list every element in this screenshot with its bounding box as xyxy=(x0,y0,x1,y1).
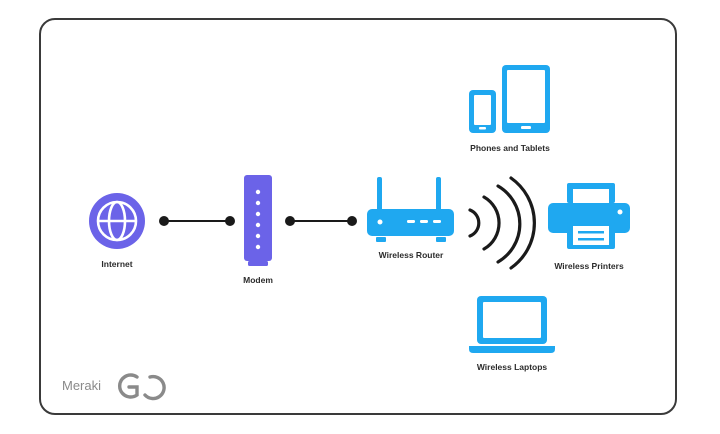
meraki-go-logo-icon xyxy=(117,373,166,401)
connection-modem-router xyxy=(285,216,357,226)
router-icon xyxy=(367,177,454,242)
laptop-icon xyxy=(469,296,555,353)
wifi-signal-icon xyxy=(468,176,536,270)
modem-label: Modem xyxy=(243,275,273,285)
brand-text: Meraki xyxy=(62,378,102,393)
phones-label: Phones and Tablets xyxy=(470,143,550,153)
printers-label: Wireless Printers xyxy=(554,261,624,271)
connection-internet-modem xyxy=(159,216,235,226)
router-label: Wireless Router xyxy=(378,250,444,260)
laptops-label: Wireless Laptops xyxy=(476,362,548,372)
modem-icon xyxy=(244,175,272,266)
printer-icon xyxy=(548,183,630,249)
internet-label: Internet xyxy=(101,259,133,269)
globe-icon xyxy=(89,193,145,249)
phone-tablet-icon xyxy=(469,65,550,133)
